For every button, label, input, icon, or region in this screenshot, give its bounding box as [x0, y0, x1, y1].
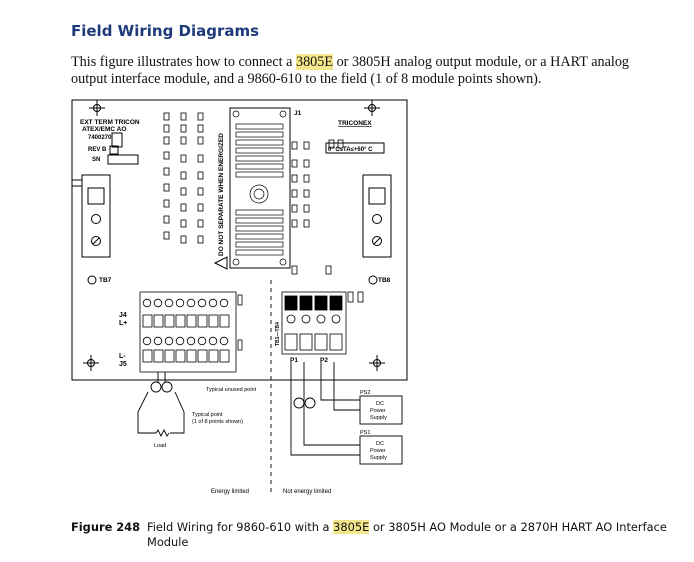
connector-j1-label: J1	[294, 110, 302, 117]
board-rev: REV B	[88, 147, 107, 153]
p2-label: P2	[320, 357, 328, 364]
l-minus-label: L-	[119, 353, 126, 360]
termination-board	[71, 99, 408, 381]
temperature-label: 0° C≤TA≤+60° C	[328, 147, 373, 153]
l-plus-label: L+	[119, 320, 127, 327]
intro-highlight: 3805E	[295, 54, 334, 70]
caption-text-before: Field Wiring for 9860-610 with a	[147, 520, 334, 534]
typical-point-label-2: (1 of 8 points shown)	[192, 419, 243, 425]
ps2-dc: DC	[376, 401, 384, 407]
ps1-supply: Supply	[370, 455, 387, 461]
power-supply-ps2	[359, 395, 403, 425]
board-title-1: EXT TERM TRICON	[80, 119, 140, 126]
left-terminal-bracket	[71, 174, 111, 258]
field-wiring-diagram: EXT TERM TRICON ATEX/EMC AO 7400270 REV …	[71, 99, 408, 495]
crosshair-icon	[364, 100, 380, 116]
right-terminal-bracket	[362, 174, 392, 258]
tb8-label: TB8	[378, 277, 391, 284]
warning-icon	[213, 256, 228, 270]
board-sn: SN	[92, 157, 100, 163]
figure-caption-text: Field Wiring for 9860-610 with a 3805E o…	[147, 520, 667, 550]
power-supply-ps1	[359, 435, 403, 465]
ps1-dc: DC	[376, 441, 384, 447]
unused-point-label: Typical unused point	[206, 387, 257, 393]
ps2-label: PS2	[360, 390, 370, 396]
tb7-label: TB7	[99, 277, 112, 284]
warning-label: DO NOT SEPARATE WHEN ENERGIZED	[218, 133, 225, 256]
intro-text-after: or 3805H analog output module, or a HART…	[71, 54, 630, 87]
board-title-2: ATEX/EMC AO	[82, 126, 126, 133]
intro-paragraph: This figure illustrates how to connect a…	[71, 54, 631, 88]
ps2-supply: Supply	[370, 415, 387, 421]
connector-j1	[229, 107, 291, 269]
load-label: Load	[154, 443, 166, 449]
crosshair-icon	[89, 100, 105, 116]
section-heading: Field Wiring Diagrams	[71, 22, 260, 40]
intro-text-before: This figure illustrates how to connect a	[71, 54, 296, 70]
j5-label: J5	[119, 361, 127, 368]
triconex-label: TRICONEX	[338, 120, 372, 127]
tb1-tb4-label: TB1—TB4	[275, 322, 281, 346]
caption-text-after: or 3805H AO Module or a 2870H HART AO In…	[147, 520, 667, 549]
board-part-number: 7400270	[88, 135, 112, 141]
ps1-power: Power	[370, 448, 386, 454]
figure-number: Figure 248	[71, 520, 141, 534]
ps2-power: Power	[370, 408, 386, 414]
typical-point-label-1: Typical point	[192, 412, 223, 418]
p1-label: P1	[290, 357, 298, 364]
crosshair-icon	[83, 355, 99, 371]
not-energy-limited-label: Not energy limited	[283, 489, 331, 495]
j4-label: J4	[119, 312, 127, 319]
ps1-label: PS1	[360, 430, 370, 436]
figure-caption: Figure 248 Field Wiring for 9860-610 wit…	[71, 520, 671, 549]
crosshair-icon	[369, 355, 385, 371]
energy-limited-label: Energy limited	[211, 489, 249, 495]
caption-highlight: 3805E	[333, 520, 370, 534]
